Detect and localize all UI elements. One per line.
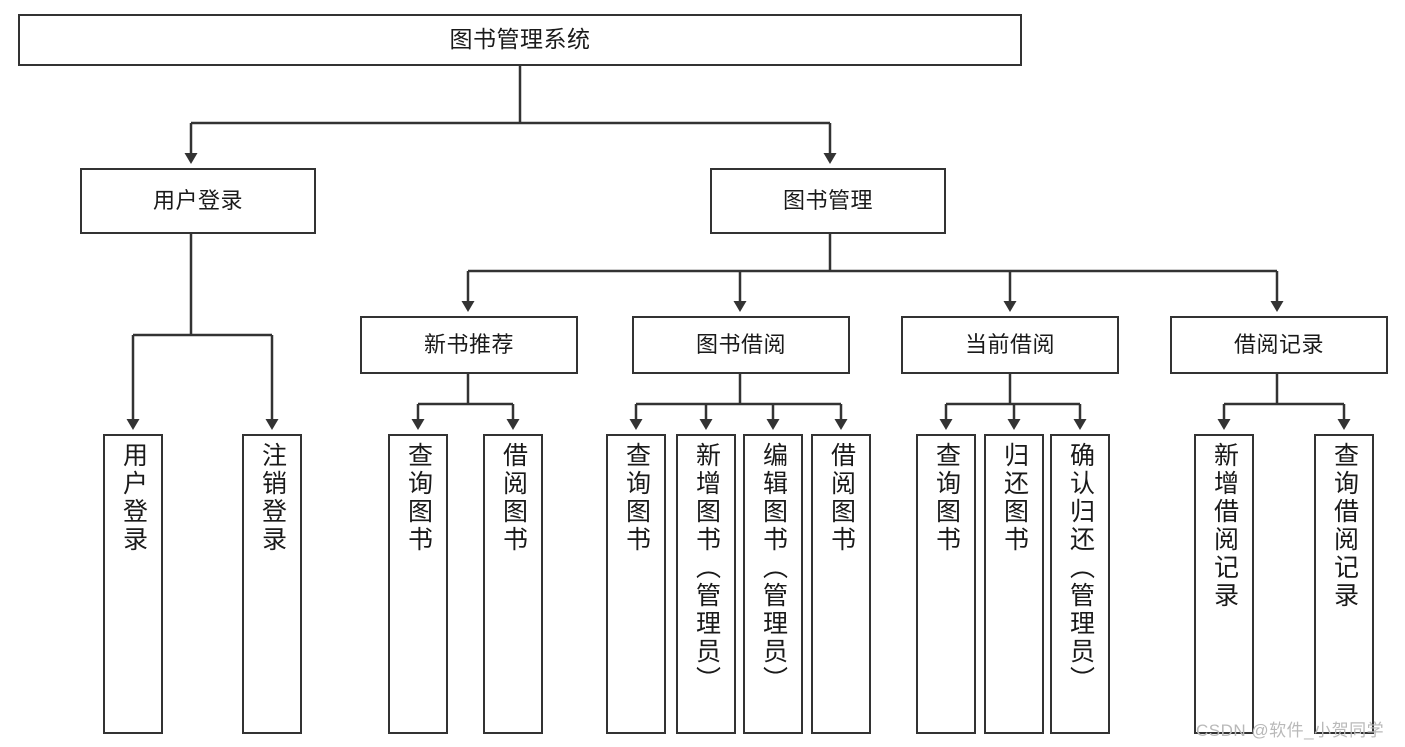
node-current-borrow[interactable]: 当前借阅 [901,316,1119,374]
leaf-current-borrow-confirm-return-admin[interactable]: 确认归还（管理员） [1050,434,1110,734]
node-label: 用户登录 [152,187,243,213]
leaf-borrow-record-add-record[interactable]: 新增借阅记录 [1194,434,1254,734]
leaf-book-borrow-edit-book-admin[interactable]: 编辑图书（管理员） [743,434,803,734]
node-book-management[interactable]: 图书管理 [710,168,946,234]
node-label: 查询图书 [404,442,433,554]
node-label: 用户登录 [119,442,148,554]
node-book-borrow[interactable]: 图书借阅 [632,316,850,374]
leaf-current-borrow-query-book[interactable]: 查询图书 [916,434,976,734]
node-label: 图书管理系统 [449,26,591,53]
node-label: 当前借阅 [964,331,1055,357]
node-borrow-record[interactable]: 借阅记录 [1170,316,1388,374]
leaf-book-borrow-add-book-admin[interactable]: 新增图书（管理员） [676,434,736,734]
leaf-book-borrow-borrow-book[interactable]: 借阅图书 [811,434,871,734]
leaf-current-borrow-return-book[interactable]: 归还图书 [984,434,1044,734]
node-label: 归还图书 [1000,442,1029,554]
node-label: 编辑图书（管理员） [759,442,788,694]
csdn-watermark: CSDN @软件_小贺同学 [1196,721,1385,740]
node-label: 查询图书 [622,442,651,554]
node-label: 新书推荐 [423,331,514,357]
node-root-system[interactable]: 图书管理系统 [18,14,1022,66]
node-new-book-recommend[interactable]: 新书推荐 [360,316,578,374]
node-label: 新增借阅记录 [1210,442,1239,610]
leaf-new-book-query-book[interactable]: 查询图书 [388,434,448,734]
node-label: 新增图书（管理员） [692,442,721,694]
node-label: 查询图书 [932,442,961,554]
node-label: 确认归还（管理员） [1066,442,1095,694]
leaf-user-login-login[interactable]: 用户登录 [103,434,163,734]
leaf-book-borrow-query-book[interactable]: 查询图书 [606,434,666,734]
node-label: 借阅记录 [1233,331,1324,357]
node-label: 图书借阅 [695,331,786,357]
leaf-borrow-record-query-record[interactable]: 查询借阅记录 [1314,434,1374,734]
node-user-login[interactable]: 用户登录 [80,168,316,234]
leaf-user-login-logout[interactable]: 注销登录 [242,434,302,734]
node-label: 借阅图书 [499,442,528,554]
node-label: 注销登录 [258,442,287,554]
node-label: 查询借阅记录 [1330,442,1359,610]
node-label: 图书管理 [782,187,873,213]
node-label: 借阅图书 [827,442,856,554]
leaf-new-book-borrow-book[interactable]: 借阅图书 [483,434,543,734]
